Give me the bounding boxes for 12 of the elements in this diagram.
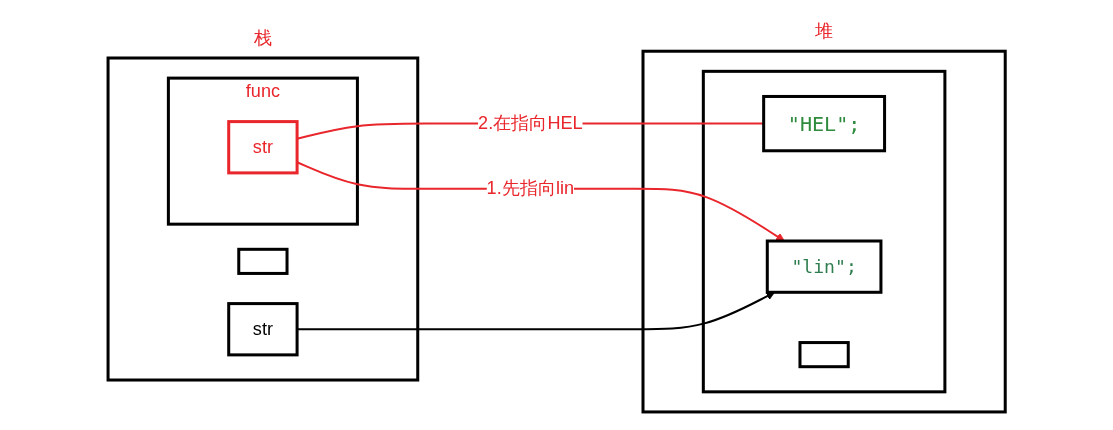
node-label: 堆 [814, 21, 834, 42]
edge-label: 2.在指向HEL [477, 113, 583, 134]
node-box [798, 341, 850, 369]
node-box [237, 247, 289, 275]
node-box: "HEL"; [762, 94, 886, 153]
edge-label: 1.先指向lin [486, 178, 574, 199]
cluster [106, 56, 420, 382]
node-label: 栈 [253, 27, 272, 48]
node-box: "lin"; [765, 239, 883, 294]
node-box: str [227, 120, 299, 175]
cluster [641, 49, 1007, 414]
node-box: str [227, 302, 299, 357]
